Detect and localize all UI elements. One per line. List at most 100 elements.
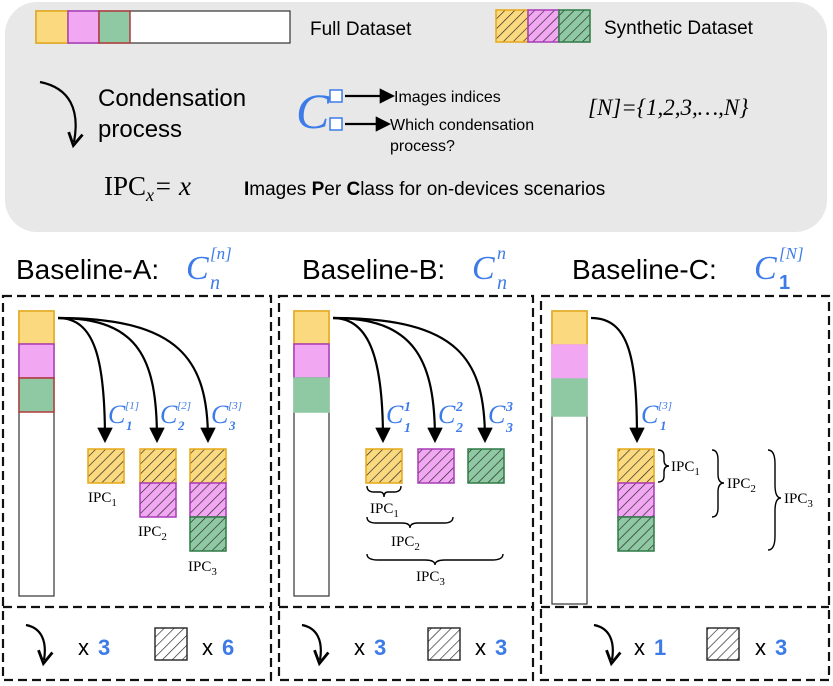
baseline-c-title: Baseline-C: C [N] 1: [572, 244, 804, 294]
svg-text:1: 1: [660, 418, 667, 433]
baseline-a-panel: [1, 294, 273, 682]
baseline-b-title: Baseline-B: C n n: [302, 243, 507, 294]
svg-text:3: 3: [505, 400, 513, 415]
baseline-a-full-dataset: [18, 310, 55, 597]
baseline-b-footer: x 3 x 3: [301, 623, 507, 667]
set-definition: [N]={1,2,3,…,N}: [588, 95, 748, 120]
synthetic-dataset-label: Synthetic Dataset: [604, 18, 754, 39]
svg-text:n: n: [210, 272, 220, 294]
baseline-b-synthetic-boxes: [365, 448, 505, 484]
svg-text:3: 3: [775, 635, 787, 660]
baseline-b-braces: [366, 485, 504, 566]
svg-text:C: C: [754, 250, 777, 287]
full-dataset-bar: [35, 10, 291, 44]
svg-text:1: 1: [654, 635, 666, 660]
svg-text:IPC3: IPC3: [784, 491, 813, 510]
svg-text:1: 1: [779, 272, 790, 294]
baseline-a-synthetic-boxes: [87, 448, 227, 552]
svg-text:IPC2: IPC2: [727, 476, 756, 495]
svg-text:1: 1: [404, 421, 411, 436]
svg-text:C: C: [641, 400, 659, 429]
baseline-b-condensation-labels: C 1 1 C 2 2 C 3 3: [386, 400, 513, 436]
ipc-definition: IPCx= x: [104, 171, 191, 205]
baseline-c-synthetic-boxes: [617, 448, 655, 552]
synthetic-dataset-swatches: [495, 9, 591, 43]
svg-text:IPC2: IPC2: [138, 524, 167, 543]
svg-text:Baseline-C:: Baseline-C:: [572, 254, 717, 285]
svg-text:3: 3: [505, 421, 513, 436]
svg-text:IPC2: IPC2: [391, 534, 420, 553]
curved-arrow-icon: [39, 80, 84, 149]
svg-text:[2]: [2]: [177, 400, 191, 412]
baseline-c-panel: [539, 294, 831, 682]
svg-text:C: C: [211, 400, 229, 429]
images-indices-label: Images indices: [394, 89, 501, 106]
hatched-box-icon: [706, 627, 740, 661]
subscript-box: [329, 117, 343, 131]
baseline-a-condensation-labels: C [1] 1 C [2] 2 C [3] 3: [108, 400, 242, 433]
svg-text:IPC3: IPC3: [416, 569, 445, 588]
baseline-a-title: Baseline-A: C [n] n: [16, 244, 232, 294]
svg-text:[N]: [N]: [779, 244, 804, 263]
svg-text:3: 3: [374, 635, 386, 660]
baseline-c-condensation-label: C [3] 1: [641, 400, 672, 433]
svg-text:Baseline-A:: Baseline-A:: [16, 254, 159, 285]
baseline-b-ipc-labels: IPC1 IPC2 IPC3: [370, 501, 445, 588]
svg-text:[n]: [n]: [210, 244, 232, 263]
full-dataset-label: Full Dataset: [310, 19, 412, 40]
svg-text:C: C: [438, 400, 456, 429]
svg-text:x: x: [78, 635, 89, 660]
baseline-a-footer: x 3 x 6: [25, 623, 234, 667]
baseline-c-ipc-labels: IPC1 IPC2 IPC3: [671, 459, 813, 510]
svg-text:2: 2: [177, 418, 185, 433]
baseline-b-arrows: [332, 316, 493, 444]
svg-text:C: C: [472, 250, 495, 287]
baseline-c-footer: x 1 x 3: [593, 623, 787, 667]
svg-text:C: C: [108, 400, 126, 429]
which-process-line1: Which condensation: [390, 117, 534, 134]
svg-text:C: C: [488, 400, 506, 429]
ipc-definition-text: Images Per Class for on-devices scenario…: [244, 179, 605, 200]
curved-arrow-icon: [301, 623, 330, 667]
svg-text:n: n: [497, 272, 507, 294]
svg-text:Baseline-B:: Baseline-B:: [302, 254, 445, 285]
hatched-box-icon: [154, 627, 188, 661]
hatched-box-icon: [427, 627, 461, 661]
svg-text:IPC1: IPC1: [88, 490, 117, 509]
svg-text:IPC1: IPC1: [671, 459, 700, 478]
svg-text:[3]: [3]: [658, 400, 672, 412]
baseline-b-full-dataset: [293, 310, 330, 597]
baseline-a-arrows: [57, 316, 216, 444]
baseline-c-full-dataset: [551, 310, 588, 605]
svg-text:n: n: [497, 243, 506, 263]
svg-text:x: x: [634, 635, 645, 660]
baseline-b-panel: [277, 294, 535, 682]
svg-text:IPC3: IPC3: [188, 559, 217, 578]
svg-text:x: x: [202, 635, 213, 660]
superscript-box: [329, 89, 343, 103]
condensation-symbol-c: C: [296, 83, 330, 139]
svg-text:2: 2: [455, 400, 463, 415]
svg-text:3: 3: [98, 635, 110, 660]
svg-text:x: x: [475, 635, 486, 660]
svg-text:6: 6: [222, 635, 234, 660]
svg-text:[3]: [3]: [228, 400, 242, 412]
baseline-c-arrow: [590, 316, 645, 444]
svg-text:[1]: [1]: [125, 400, 139, 412]
svg-text:C: C: [160, 400, 178, 429]
which-process-line2: process?: [390, 138, 455, 155]
header-panel: [5, 2, 827, 232]
svg-text:IPC1: IPC1: [370, 501, 399, 520]
condensation-label-line1: Condensation: [98, 85, 246, 112]
svg-text:1: 1: [126, 418, 133, 433]
svg-text:x: x: [354, 635, 365, 660]
curved-arrow-icon: [593, 623, 622, 667]
svg-text:3: 3: [228, 418, 236, 433]
condensation-label-line2: process: [98, 116, 182, 143]
svg-text:x: x: [755, 635, 766, 660]
curved-arrow-icon: [25, 623, 54, 667]
baseline-c-braces: [657, 449, 782, 551]
svg-text:C: C: [386, 400, 404, 429]
svg-text:1: 1: [404, 400, 411, 415]
baseline-a-ipc-labels: IPC1 IPC2 IPC3: [88, 490, 217, 578]
